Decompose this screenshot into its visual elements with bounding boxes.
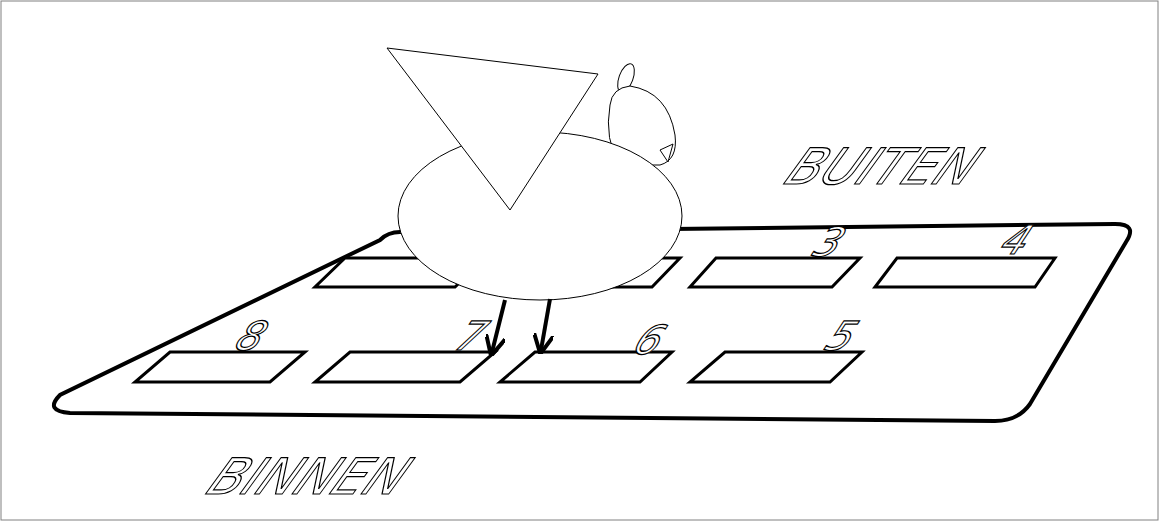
compartment — [875, 258, 1055, 287]
wing — [387, 48, 598, 210]
callout-number: 4 — [995, 220, 1039, 260]
region-label: BUITEN — [778, 142, 990, 192]
compartment — [690, 258, 860, 287]
compartment — [690, 352, 862, 382]
callout-number: 7 — [450, 316, 494, 356]
callout-number: 8 — [230, 316, 274, 356]
beak — [660, 144, 673, 162]
callout-number: 6 — [628, 320, 672, 360]
leg — [492, 300, 505, 352]
callout-number: 3 — [808, 222, 852, 262]
compartment — [135, 352, 305, 382]
region-label: BINNEN — [200, 452, 419, 502]
callout-number: 5 — [820, 316, 864, 356]
leg — [541, 299, 550, 350]
compartment — [315, 352, 495, 382]
